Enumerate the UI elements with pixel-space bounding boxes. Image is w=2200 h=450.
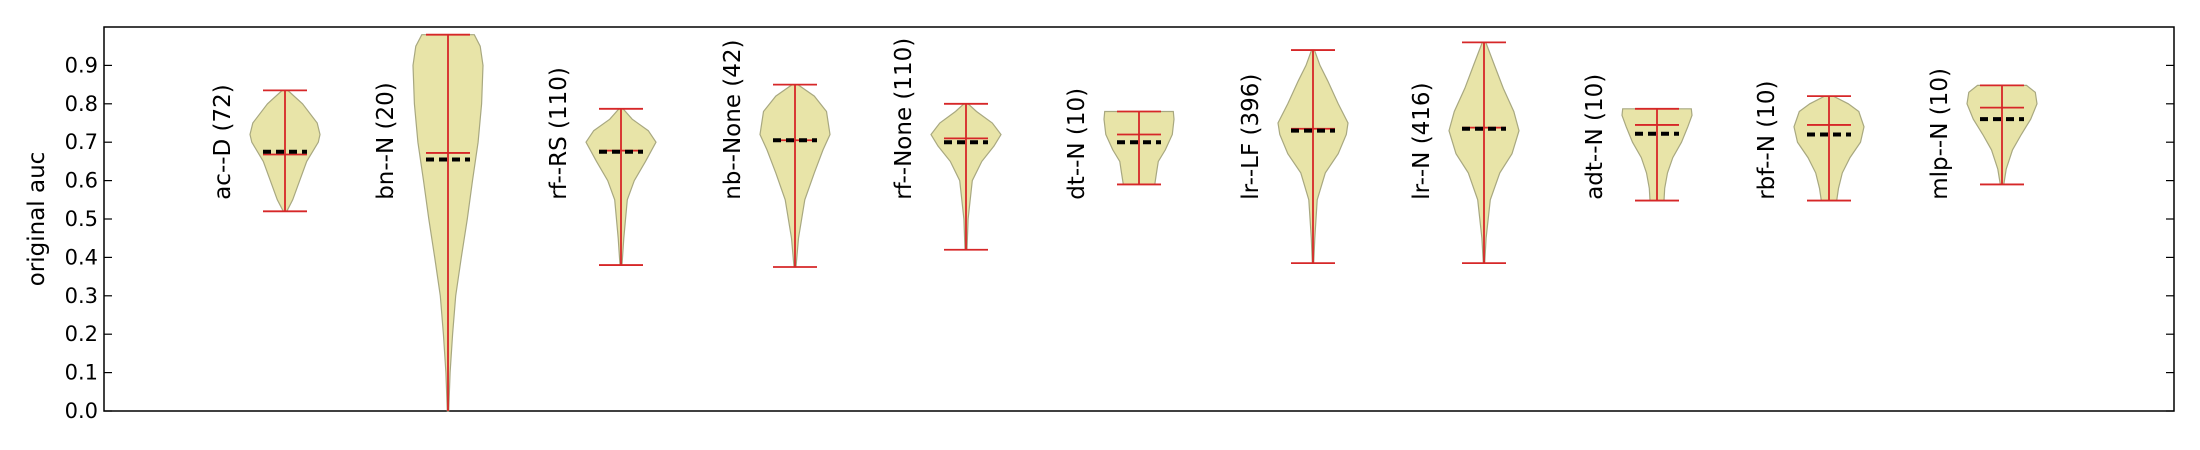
category-label: rf--RS (110): [546, 67, 572, 200]
y-tick-label: 0.8: [65, 92, 98, 116]
y-tick-label: 0.9: [65, 53, 98, 77]
y-tick-label: 0.5: [65, 207, 98, 231]
y-tick-label: 0.6: [65, 169, 98, 193]
category-label: rf--None (110): [891, 38, 917, 200]
category-label: lr--LF (396): [1238, 74, 1264, 200]
y-tick-label: 0.3: [65, 284, 98, 308]
y-axis: 0.0 0.1 0.2 0.3 0.4 0.5 0.6 0.7 0.8 0.9: [65, 53, 2174, 423]
category-label: lr--N (416): [1409, 82, 1435, 199]
y-tick-label: 0.7: [65, 130, 98, 154]
category-label: adt--N (10): [1582, 74, 1608, 200]
violins-group: ac--D (72) bn--N (20) rf--RS (110) nb--None…: [210, 33, 2038, 412]
y-tick-label: 0.0: [65, 399, 98, 423]
category-label: mlp--N (10): [1927, 68, 1953, 200]
category-label: bn--N (20): [373, 82, 399, 200]
y-axis-label: original auc: [24, 152, 50, 287]
category-label: rbf--N (10): [1754, 81, 1780, 200]
y-tick-label: 0.4: [65, 245, 98, 269]
y-tick-label: 0.1: [65, 361, 98, 385]
category-label: ac--D (72): [210, 84, 236, 200]
category-label: dt--N (10): [1064, 88, 1090, 200]
category-label: nb--None (42): [720, 39, 746, 199]
y-tick-label: 0.2: [65, 322, 98, 346]
